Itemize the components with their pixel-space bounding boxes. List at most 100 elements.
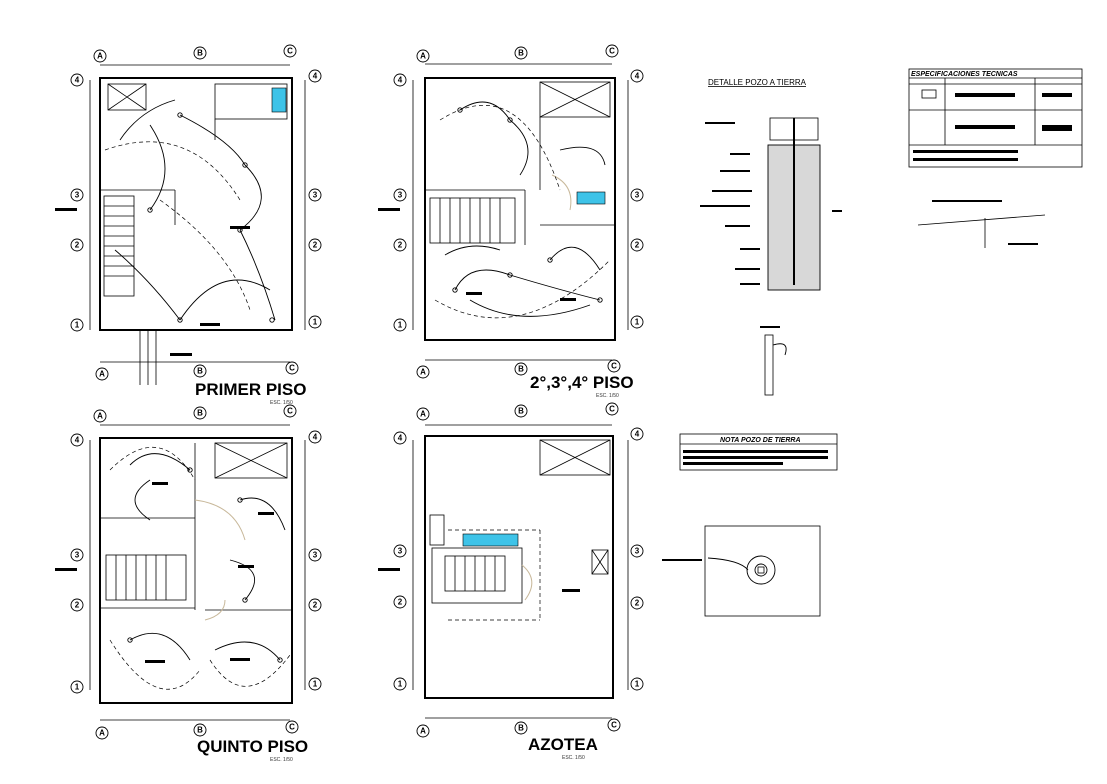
axis-bubble-a-top: A [416,407,430,421]
axis-bubble-b-bottom: B [193,364,207,378]
svg-text:1: 1 [75,683,80,692]
outer-wall [99,77,293,331]
axis-bubble-3-right: 3 [308,548,322,562]
plan-scale: ESC. 1/50 [270,400,293,406]
axis-bubble-c-bottom: C [285,720,299,734]
outer-wall [99,437,293,704]
nota-box: NOTA POZO DE TIERRA [679,433,838,471]
axis-bubble-2-right: 2 [308,238,322,252]
nota-title: NOTA POZO DE TIERRA [720,437,801,444]
svg-text:3: 3 [75,191,80,200]
axis-bubble-2-left: 2 [393,595,407,609]
plan-scale: ESC. 1/50 [596,393,619,399]
axis-bubble-b-bottom: B [514,362,528,376]
axis-bubble-a-bottom: A [416,724,430,738]
axis-bubble-c-top: C [605,402,619,416]
svg-text:B: B [518,49,524,58]
svg-text:A: A [420,368,426,377]
axis-bubble-2-left: 2 [70,598,84,612]
axis-bubble-b-bottom: B [193,723,207,737]
axis-bubble-3-left: 3 [70,548,84,562]
axis-bubble-4-left: 4 [70,73,84,87]
axis-bubble-a-bottom: A [95,726,109,740]
sink-fixture [271,87,287,113]
svg-text:A: A [97,412,103,421]
axis-bubble-c-top: C [283,404,297,418]
axis-bubble-c-bottom: C [285,361,299,375]
plan-segundo-piso: A B C A B C 4 3 2 1 4 3 2 1 [378,44,644,399]
axis-bubble-a-top: A [93,49,107,63]
svg-text:3: 3 [635,547,640,556]
plan-title: QUINTO PISO [197,737,308,756]
svg-text:B: B [518,724,524,733]
axis-bubble-b-top: B [514,404,528,418]
svg-text:2: 2 [635,241,640,250]
axis-bubble-4-left: 4 [393,73,407,87]
stair [429,197,516,244]
axis-bubble-a-top: A [416,49,430,63]
axis-bubble-1-left: 1 [70,318,84,332]
svg-text:A: A [420,727,426,736]
detail-pozo-tierra: DETALLE POZO A TIERRA [700,78,842,396]
room-box [107,83,147,111]
axis-bubble-2-right: 2 [630,238,644,252]
axis-bubble-a-bottom: A [416,365,430,379]
svg-text:C: C [609,405,615,414]
axis-bubble-4-left: 4 [393,431,407,445]
svg-text:2: 2 [635,599,640,608]
svg-text:A: A [97,52,103,61]
svg-text:3: 3 [313,551,318,560]
axis-bubble-b-bottom: B [514,721,528,735]
axis-bubble-1-right: 1 [630,315,644,329]
axis-bubble-3-left: 3 [393,188,407,202]
svg-text:A: A [420,52,426,61]
detail-mount [917,200,1046,248]
svg-text:C: C [611,721,617,730]
outer-wall [424,435,614,699]
svg-text:4: 4 [313,72,318,81]
svg-text:2: 2 [313,601,318,610]
sink-fixture [462,533,519,547]
svg-text:B: B [518,407,524,416]
axis-bubble-b-top: B [193,46,207,60]
plan-primer-piso: A B C A B C 4 3 2 1 4 3 2 1 [55,44,322,406]
axis-bubble-c-bottom: C [607,718,621,732]
axis-bubble-1-right: 1 [308,315,322,329]
svg-text:4: 4 [635,430,640,439]
axis-bubble-3-left: 3 [393,544,407,558]
svg-text:4: 4 [75,76,80,85]
svg-text:B: B [197,49,203,58]
plan-title: 2°,3°,4° PISO [530,373,634,392]
axis-bubble-2-right: 2 [308,598,322,612]
axis-bubble-4-right: 4 [308,69,322,83]
plan-title: PRIMER PISO [195,380,306,399]
svg-text:2: 2 [398,598,403,607]
svg-text:4: 4 [398,76,403,85]
axis-bubble-1-right: 1 [630,677,644,691]
svg-text:C: C [289,723,295,732]
specs-title: ESPECIFICACIONES TECNICAS [911,71,1018,78]
svg-text:2: 2 [313,241,318,250]
axis-bubble-1-left: 1 [393,677,407,691]
svg-text:1: 1 [635,318,640,327]
outer-wall [424,77,616,341]
svg-text:C: C [287,47,293,56]
sink-fixture [576,191,606,205]
svg-text:1: 1 [313,318,318,327]
svg-text:B: B [197,409,203,418]
axis-bubble-c-bottom: C [607,359,621,373]
svg-text:3: 3 [313,191,318,200]
svg-text:B: B [197,726,203,735]
svg-text:B: B [197,367,203,376]
svg-text:1: 1 [398,680,403,689]
axis-bubble-4-left: 4 [70,433,84,447]
svg-text:3: 3 [635,191,640,200]
axis-bubble-3-right: 3 [630,188,644,202]
plan-quinto-piso: A B C A B C 4 3 2 1 4 3 2 1 [55,404,322,763]
axis-bubble-3-left: 3 [70,188,84,202]
svg-text:A: A [420,410,426,419]
svg-text:B: B [518,365,524,374]
axis-bubble-1-left: 1 [393,318,407,332]
svg-text:2: 2 [75,601,80,610]
plan-azotea: A B C A B C 4 3 2 1 4 3 2 1 AZOTEA [378,402,644,761]
